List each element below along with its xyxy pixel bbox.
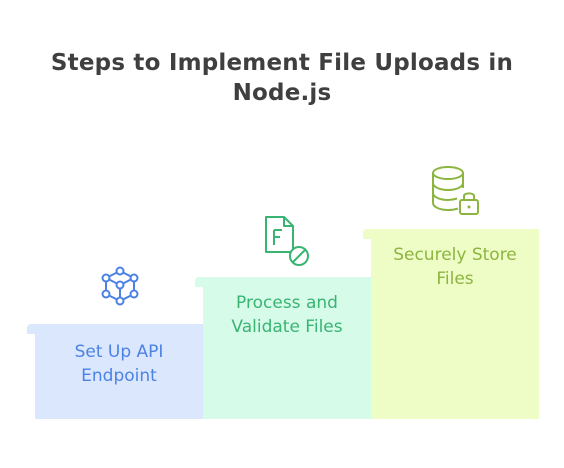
step-tab: [27, 324, 203, 334]
secure-database-icon: [432, 166, 479, 215]
step-set-up-api: Set Up API Endpoint: [27, 324, 203, 419]
step-body: [35, 334, 203, 419]
step-label-line: Securely Store: [393, 245, 517, 265]
step-label: Securely Store Files: [371, 243, 539, 291]
step-label-line: Endpoint: [81, 366, 157, 386]
step-label-line: Files: [436, 269, 474, 289]
step-tab: [363, 229, 539, 239]
step-label: Set Up API Endpoint: [35, 340, 203, 388]
step-process-validate: Process and Validate Files: [195, 277, 371, 419]
step-body: [203, 287, 371, 419]
step-label-line: Process and: [236, 293, 338, 313]
step-body: [371, 239, 539, 419]
network-nodes-icon: [101, 266, 139, 306]
step-securely-store: Securely Store Files: [363, 229, 539, 419]
step-label-line: Validate Files: [231, 317, 343, 337]
diagram-title: Steps to Implement File Uploads in Node.…: [50, 50, 514, 106]
file-validate-icon: [265, 216, 309, 266]
step-tab: [195, 277, 371, 287]
step-label-line: Set Up API: [74, 342, 164, 362]
step-label: Process and Validate Files: [203, 291, 371, 339]
